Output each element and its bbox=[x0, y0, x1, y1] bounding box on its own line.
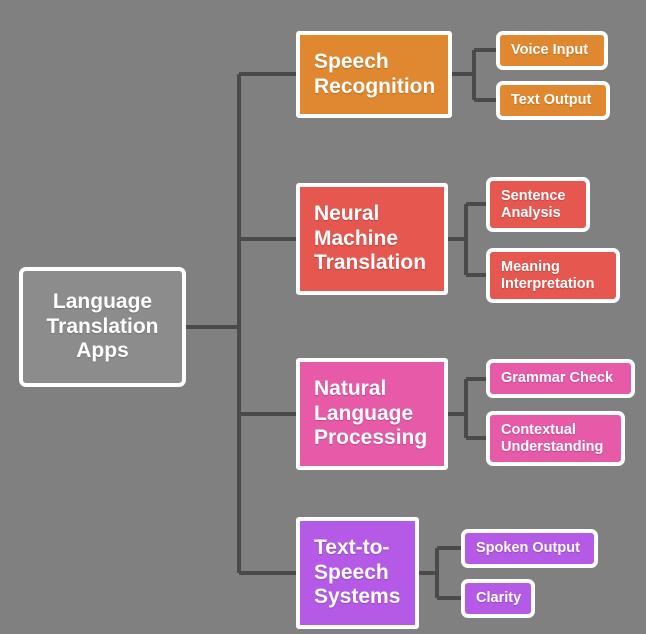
node-leaf-voice-input[interactable]: Voice Input bbox=[496, 31, 608, 70]
node-branch-speech-recognition[interactable]: Speech Recognition bbox=[296, 31, 452, 118]
node-leaf-contextual-understanding[interactable]: Contextual Understanding bbox=[486, 411, 625, 466]
node-branch-label: Natural Language Processing bbox=[314, 377, 428, 450]
node-leaf-text-output[interactable]: Text Output bbox=[496, 81, 610, 120]
node-leaf-spoken-output[interactable]: Spoken Output bbox=[461, 529, 598, 568]
node-root[interactable]: Language Translation Apps bbox=[19, 267, 186, 387]
node-root-label: Language Translation Apps bbox=[46, 290, 159, 363]
node-leaf-label: Contextual Understanding bbox=[501, 421, 604, 455]
node-leaf-label: Voice Input bbox=[511, 42, 589, 59]
node-branch-neural-machine-translation[interactable]: Neural Machine Translation bbox=[296, 183, 448, 295]
node-leaf-grammar-check[interactable]: Grammar Check bbox=[486, 359, 635, 398]
node-leaf-label: Text Output bbox=[511, 92, 592, 109]
node-leaf-meaning-interpretation[interactable]: Meaning Interpretation bbox=[486, 248, 620, 303]
node-leaf-label: Spoken Output bbox=[476, 540, 580, 557]
node-leaf-label: Grammar Check bbox=[501, 370, 614, 387]
node-leaf-label: Clarity bbox=[476, 590, 522, 607]
node-leaf-label: Sentence Analysis bbox=[501, 187, 566, 221]
node-leaf-sentence-analysis[interactable]: Sentence Analysis bbox=[486, 177, 590, 232]
node-branch-label: Speech Recognition bbox=[314, 49, 436, 98]
node-leaf-clarity[interactable]: Clarity bbox=[461, 579, 535, 618]
node-branch-natural-language-processing[interactable]: Natural Language Processing bbox=[296, 358, 448, 470]
node-branch-label: Neural Machine Translation bbox=[314, 202, 427, 275]
node-leaf-label: Meaning Interpretation bbox=[501, 258, 595, 292]
node-branch-text-to-speech-systems[interactable]: Text-to-Speech Systems bbox=[296, 517, 419, 629]
node-branch-label: Text-to-Speech Systems bbox=[314, 536, 401, 609]
